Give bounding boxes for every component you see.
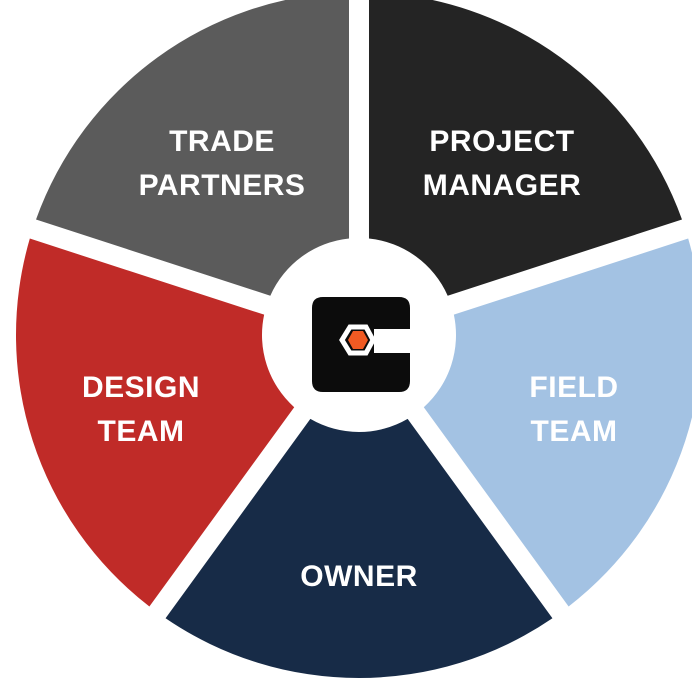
- segment-label-owner-line-1: OWNER: [300, 560, 418, 593]
- segment-trade-partners: [36, 0, 350, 296]
- wheel-labels: TRADE PARTNERS PROJECT MANAGER FIELD TEAM OWNE…: [82, 125, 618, 593]
- segment-label-trade-partners-line-2: PARTNERS: [139, 169, 306, 202]
- segment-project-manager: [368, 0, 682, 296]
- logo-hexagon-core: [348, 331, 368, 349]
- segment-label-project-manager-line-2: MANAGER: [423, 169, 582, 202]
- segment-owner: [165, 418, 553, 679]
- segment-label-trade-partners-line-1: TRADE: [169, 125, 275, 158]
- segment-label-design-team-line-2: TEAM: [98, 415, 185, 448]
- wheel-segments: [15, 0, 692, 679]
- logo: [312, 297, 410, 392]
- segment-design-team: [15, 238, 295, 607]
- segment-label-design-team-line-1: DESIGN: [82, 371, 200, 404]
- segment-label-field-team-line-2: TEAM: [531, 415, 618, 448]
- segment-label-field-team-line-1: FIELD: [529, 371, 618, 404]
- segment-label-project-manager-line-1: PROJECT: [429, 125, 574, 158]
- logo-hexagon-ring: [339, 324, 376, 356]
- segment-field-team: [423, 238, 692, 607]
